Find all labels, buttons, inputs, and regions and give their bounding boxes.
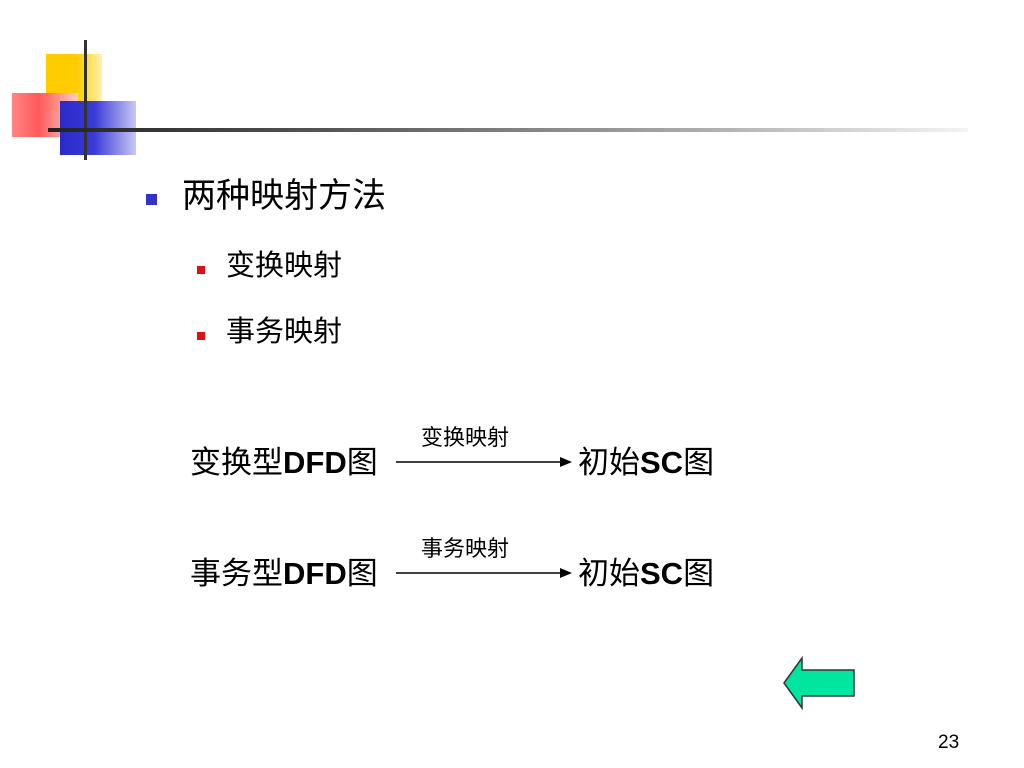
row2-target-suffix: 图 bbox=[683, 556, 715, 592]
sub-bullet-text: 变换映射 bbox=[226, 248, 343, 282]
decor-vertical-line bbox=[84, 40, 87, 160]
row1-target-label: 初始SC图 bbox=[578, 445, 714, 481]
row1-source-bold: DFD bbox=[283, 445, 347, 480]
row2-target-label: 初始SC图 bbox=[578, 556, 714, 592]
main-bullet-marker bbox=[146, 194, 157, 205]
row1-target-bold: SC bbox=[640, 445, 684, 480]
row2-source-bold: DFD bbox=[283, 556, 347, 591]
row1-arrow bbox=[396, 457, 572, 467]
left-arrow-icon[interactable] bbox=[782, 656, 856, 710]
row2-target-bold: SC bbox=[640, 556, 684, 591]
row1-target-prefix: 初始 bbox=[578, 445, 640, 481]
sub-bullet-marker bbox=[197, 332, 205, 340]
row1-source-prefix: 变换型 bbox=[190, 445, 283, 481]
row2-arrow-label: 事务映射 bbox=[421, 537, 510, 562]
sub-bullet-text: 事务映射 bbox=[226, 314, 343, 348]
row2-source-prefix: 事务型 bbox=[190, 556, 283, 592]
row1-arrow-label: 变换映射 bbox=[421, 426, 510, 451]
page-number: 23 bbox=[938, 732, 960, 753]
row2-target-prefix: 初始 bbox=[578, 556, 640, 592]
row2-source-suffix: 图 bbox=[346, 556, 378, 592]
sub-bullet-marker bbox=[197, 266, 205, 274]
row2-arrow bbox=[396, 568, 572, 578]
row1-source-label: 变换型DFD图 bbox=[190, 445, 378, 481]
title-underline bbox=[48, 128, 968, 132]
row2-source-label: 事务型DFD图 bbox=[190, 556, 378, 592]
main-bullet-text: 两种映射方法 bbox=[182, 176, 386, 216]
row1-target-suffix: 图 bbox=[683, 445, 715, 481]
row1-source-suffix: 图 bbox=[346, 445, 378, 481]
